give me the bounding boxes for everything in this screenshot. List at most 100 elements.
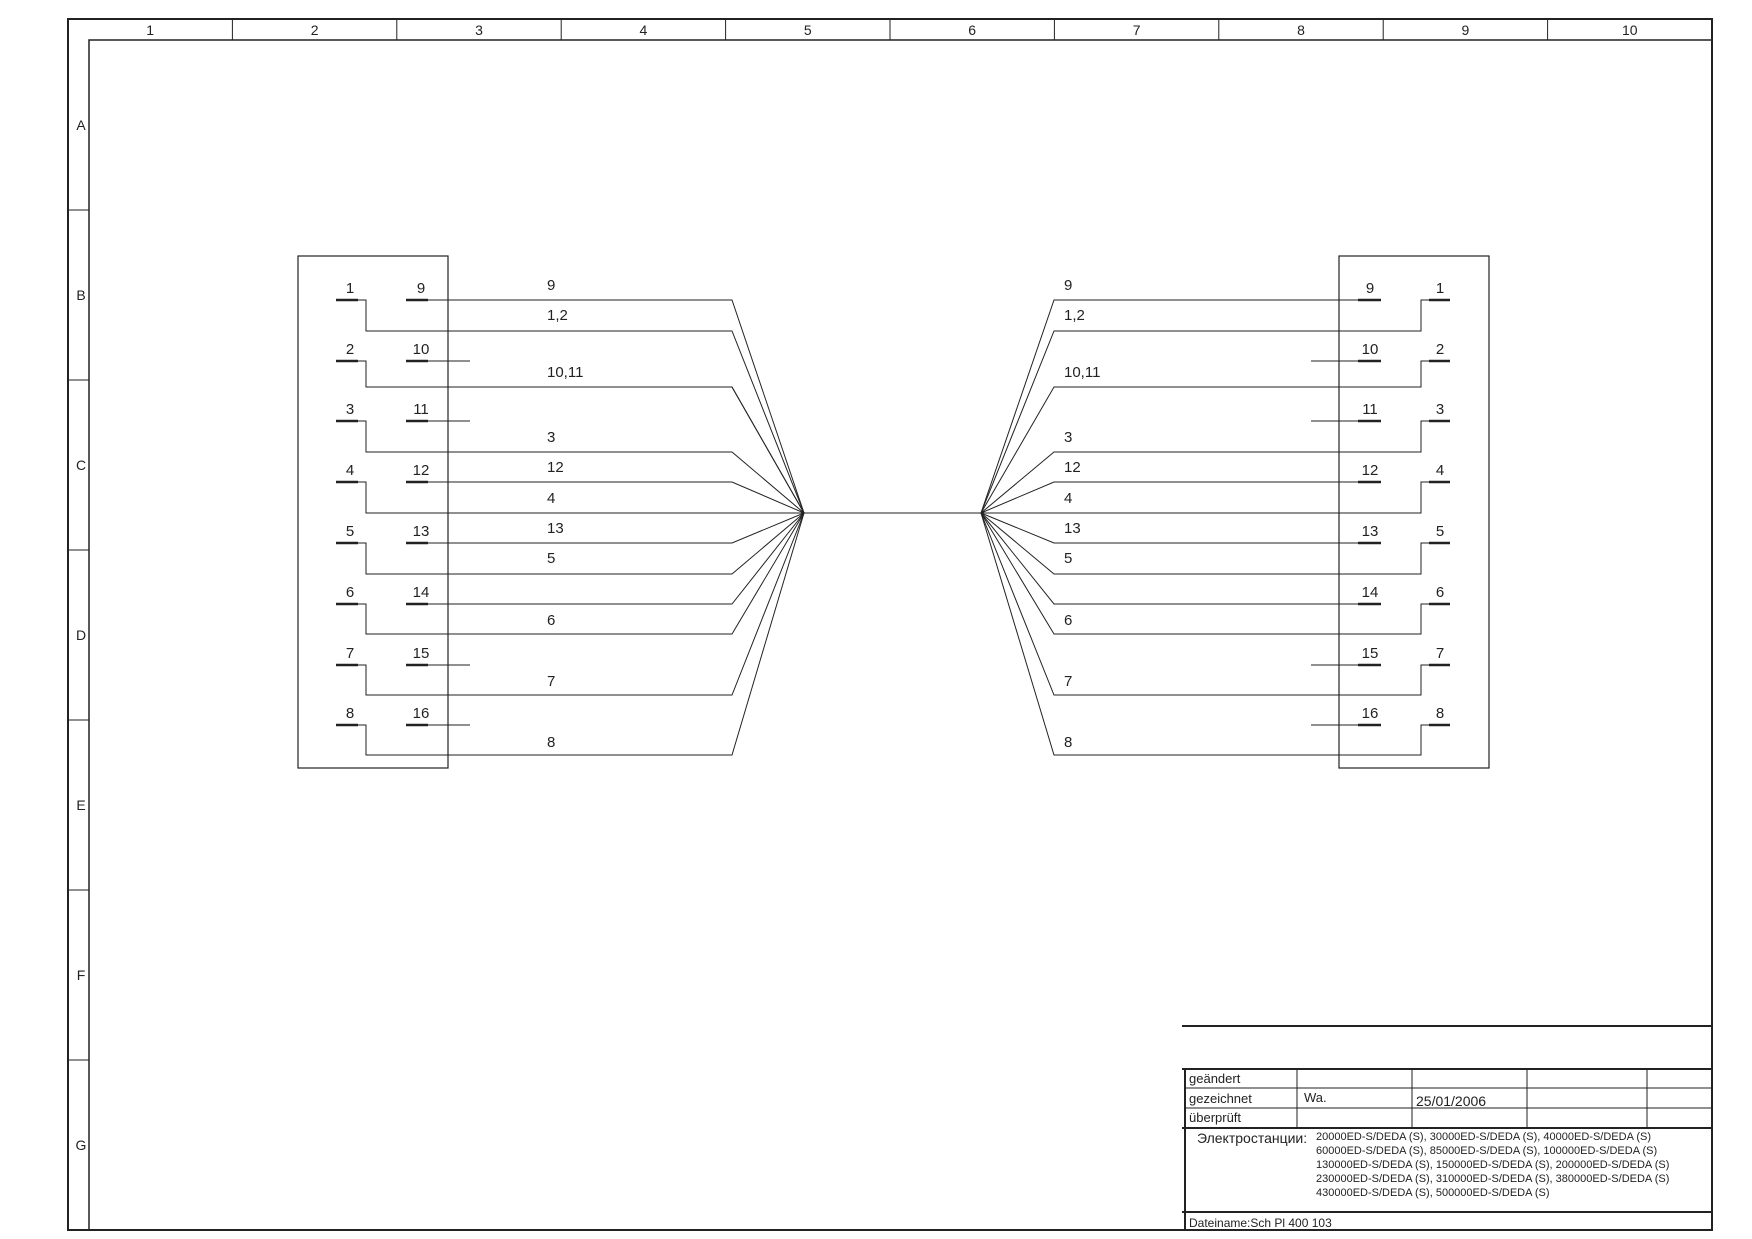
pin-label-9: 9 bbox=[1366, 280, 1374, 297]
pin-label-2: 2 bbox=[346, 341, 354, 358]
pin-label-2: 2 bbox=[1436, 341, 1444, 358]
file-name: Dateiname:Sch Pl 400 103 bbox=[1189, 1216, 1332, 1230]
wire bbox=[980, 512, 1429, 575]
pin-label-6: 6 bbox=[346, 584, 354, 601]
outer-border bbox=[67, 18, 1713, 1231]
column-label-1: 1 bbox=[146, 22, 154, 38]
stations-label: Электростанции: bbox=[1197, 1130, 1308, 1146]
wire bbox=[428, 512, 805, 544]
pin-label-15: 15 bbox=[413, 645, 430, 662]
wire-label-left: 12 bbox=[547, 459, 564, 476]
wire-label-right: 10,11 bbox=[1064, 364, 1100, 381]
wire-label-right: 12 bbox=[1064, 459, 1081, 476]
wire-label-right: 7 bbox=[1064, 673, 1072, 690]
stations-line-4: 230000ED-S/DEDA (S), 310000ED-S/DEDA (S)… bbox=[1316, 1173, 1670, 1185]
wire-label-left: 5 bbox=[547, 550, 555, 567]
wire-label-left: 6 bbox=[547, 612, 555, 629]
pin-label-11: 11 bbox=[1362, 401, 1378, 418]
pin-label-10: 10 bbox=[413, 341, 430, 358]
pin-label-13: 13 bbox=[1362, 523, 1379, 540]
pin-label-12: 12 bbox=[1362, 462, 1379, 479]
wire bbox=[981, 481, 1429, 514]
wire bbox=[980, 299, 1358, 514]
pin-label-1: 1 bbox=[1436, 280, 1444, 297]
wire bbox=[358, 512, 805, 756]
pin-label-4: 4 bbox=[1436, 462, 1444, 479]
wire bbox=[358, 512, 805, 635]
column-label-9: 9 bbox=[1462, 22, 1470, 38]
inner-border bbox=[88, 39, 1713, 1231]
wire bbox=[358, 299, 805, 514]
wire-label-right: 4 bbox=[1064, 490, 1072, 507]
pin-label-5: 5 bbox=[1436, 523, 1444, 540]
pin-label-14: 14 bbox=[1362, 584, 1379, 601]
column-label-10: 10 bbox=[1622, 22, 1638, 38]
row-label-B: B bbox=[76, 287, 85, 303]
pin-label-5: 5 bbox=[346, 523, 354, 540]
row-label-F: F bbox=[77, 967, 86, 983]
column-label-3: 3 bbox=[475, 22, 483, 38]
wire bbox=[980, 512, 1358, 605]
pin-label-3: 3 bbox=[1436, 401, 1444, 418]
wire-label-left: 1,2 bbox=[547, 307, 568, 324]
row-label-drawn: gezeichnet bbox=[1189, 1091, 1252, 1106]
wire bbox=[980, 512, 1429, 635]
wire bbox=[980, 512, 1429, 696]
left-connector-housing bbox=[297, 255, 449, 769]
column-label-8: 8 bbox=[1297, 22, 1305, 38]
pin-label-8: 8 bbox=[1436, 705, 1444, 722]
drawing-frame bbox=[67, 18, 1713, 1231]
wire bbox=[358, 481, 804, 514]
pin-label-7: 7 bbox=[346, 645, 354, 662]
pin-label-6: 6 bbox=[1436, 584, 1444, 601]
right-connector-housing bbox=[1338, 255, 1490, 769]
row-label-A: A bbox=[76, 117, 86, 133]
row-label-G: G bbox=[76, 1137, 87, 1153]
row-label-E: E bbox=[76, 797, 85, 813]
drawn-by-name: Wa. bbox=[1304, 1090, 1327, 1105]
grid-row-labels: A B C D E F G bbox=[68, 117, 89, 1153]
wire-label-left: 9 bbox=[547, 277, 555, 294]
wire-label-right: 9 bbox=[1064, 277, 1072, 294]
column-label-2: 2 bbox=[311, 22, 319, 38]
row-label-C: C bbox=[76, 457, 86, 473]
row-label-checked: überprüft bbox=[1189, 1110, 1242, 1125]
pin-label-7: 7 bbox=[1436, 645, 1444, 662]
wire-label-right: 3 bbox=[1064, 429, 1072, 446]
wire bbox=[980, 420, 1429, 514]
wire bbox=[980, 512, 1429, 756]
stations-line-1: 20000ED-S/DEDA (S), 30000ED-S/DEDA (S), … bbox=[1316, 1131, 1652, 1143]
column-label-6: 6 bbox=[968, 22, 976, 38]
wire bbox=[428, 481, 805, 514]
wire-label-left: 8 bbox=[547, 734, 555, 751]
pin-label-3: 3 bbox=[346, 401, 354, 418]
wire-label-left: 10,11 bbox=[547, 364, 583, 381]
wire bbox=[428, 512, 805, 605]
pin-label-16: 16 bbox=[413, 705, 430, 722]
row-label-D: D bbox=[76, 627, 86, 643]
wire-label-left: 3 bbox=[547, 429, 555, 446]
wire bbox=[366, 386, 805, 514]
wire bbox=[358, 420, 805, 514]
pin-label-8: 8 bbox=[346, 705, 354, 722]
pin-label-15: 15 bbox=[1362, 645, 1379, 662]
pin-label-14: 14 bbox=[413, 584, 430, 601]
pin-label-16: 16 bbox=[1362, 705, 1379, 722]
wire-label-right: 8 bbox=[1064, 734, 1072, 751]
wire-label-left: 13 bbox=[547, 520, 564, 537]
title-block-frame bbox=[1182, 1025, 1712, 1230]
row-label-changed: geändert bbox=[1189, 1071, 1241, 1086]
stations-line-3: 130000ED-S/DEDA (S), 150000ED-S/DEDA (S)… bbox=[1316, 1159, 1670, 1171]
stations-line-5: 430000ED-S/DEDA (S), 500000ED-S/DEDA (S) bbox=[1316, 1187, 1550, 1199]
wire bbox=[428, 299, 805, 514]
wire-label-right: 13 bbox=[1064, 520, 1081, 537]
wire bbox=[358, 360, 805, 514]
pin-label-1: 1 bbox=[346, 280, 354, 297]
wire-label-right: 1,2 bbox=[1064, 307, 1085, 324]
wire bbox=[980, 481, 1358, 514]
wire-label-right: 6 bbox=[1064, 612, 1072, 629]
